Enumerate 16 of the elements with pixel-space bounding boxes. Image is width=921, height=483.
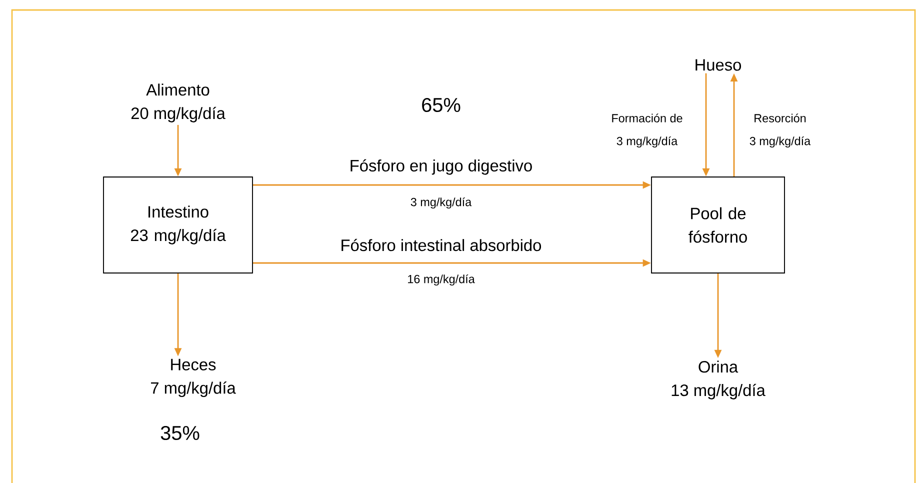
edge-label: Resorción [752, 112, 808, 124]
process-box: Pool de fósforno [651, 176, 785, 274]
node-label: Heces 7 mg/kg/día [151, 358, 236, 398]
rate-label: 3 mg/kg/día [410, 197, 472, 209]
edge-label: Fósforo en jugo digestivo [348, 158, 534, 176]
rate-label: 3 mg/kg/día [616, 136, 678, 148]
process-box: Intestino 23 mg/kg/día [103, 176, 253, 274]
percentage-label: 65% [422, 98, 460, 112]
percentage-label: 35% [160, 426, 200, 440]
node-label: Alimento 20 mg/kg/día [131, 84, 226, 122]
edge-label: Fósforo intestinal absorbido [339, 238, 543, 252]
edge-label: Formación de [610, 112, 684, 124]
node-label: Orina 13 mg/kg/día [672, 360, 766, 400]
rate-label: 3 mg/kg/día [750, 136, 811, 148]
rate-label: 16 mg/kg/día [408, 274, 475, 286]
node-label: Hueso [696, 59, 741, 71]
